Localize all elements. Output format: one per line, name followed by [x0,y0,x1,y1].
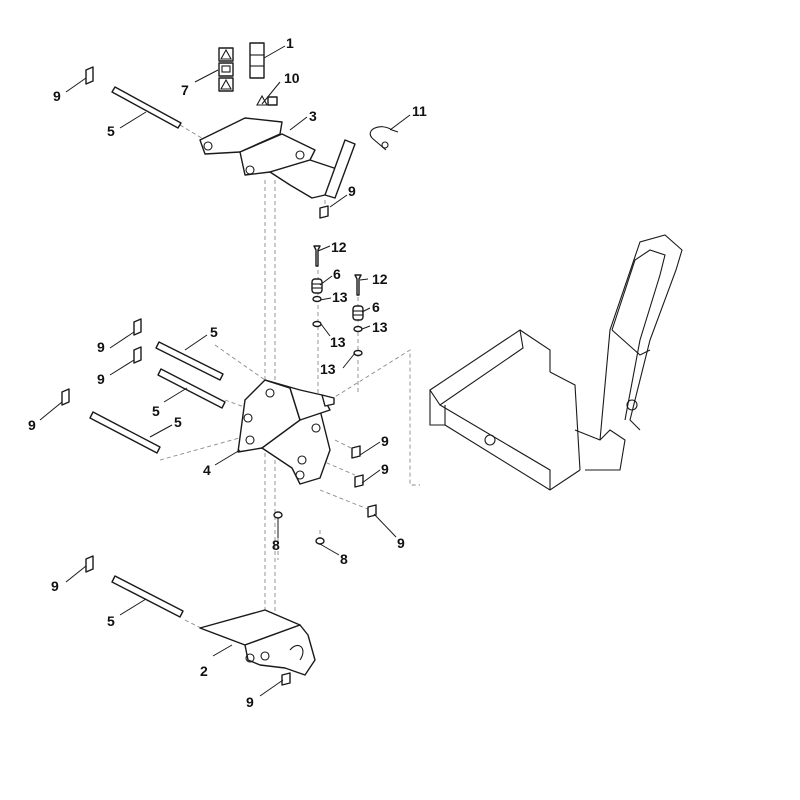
callout-5: 5 [152,403,160,419]
callout-9: 9 [348,183,356,199]
callout-13: 13 [320,361,336,377]
spring-6 [352,305,364,321]
callout-13: 13 [330,334,346,350]
washer-13 [312,295,322,303]
callout-9: 9 [53,88,61,104]
pin-top [111,86,182,129]
callout-2: 2 [200,663,208,679]
leader-lines [39,45,411,697]
callout-1: 1 [286,35,294,51]
nut-8 [273,511,283,519]
callout-12: 12 [331,239,347,255]
nuts [273,511,325,545]
pin-mid-3 [89,411,161,454]
callout-13: 13 [372,319,388,335]
callout-9: 9 [381,433,389,449]
washer-13 [353,349,363,357]
clip-9 [61,388,70,406]
clip-9 [281,672,291,686]
warning-decal-icon [218,47,234,62]
callout-8: 8 [340,551,348,567]
callout-9: 9 [28,417,36,433]
pins [89,86,226,618]
spring-6 [311,278,323,294]
mower-frame-reference [429,234,683,491]
warning-decal-icon-2 [218,77,234,92]
decal-1 [249,42,265,79]
washer-13 [353,325,363,333]
clip-9 [354,474,364,488]
callout-3: 3 [309,108,317,124]
clip-9 [85,555,94,573]
middle-bracket [237,379,335,485]
callout-9: 9 [246,694,254,710]
callout-6: 6 [333,266,341,282]
washer-13 [312,320,322,328]
clip-9 [85,66,94,85]
callout-5: 5 [174,414,182,430]
callout-numbers: 1 2 3 4 5 5 5 5 5 6 6 7 8 8 9 9 9 9 9 9 … [28,35,427,710]
callout-5: 5 [107,123,115,139]
callout-8: 8 [272,537,280,553]
spring-clip [369,126,399,151]
callout-13: 13 [332,289,348,305]
clip-9 [133,346,142,364]
callout-9: 9 [97,339,105,355]
callout-12: 12 [372,271,388,287]
clip-9 [351,445,361,459]
bolt-12 [354,274,362,296]
alignment-guides [159,124,420,631]
fasteners [311,245,364,357]
callout-9: 9 [397,535,405,551]
callout-10: 10 [284,70,300,86]
manual-decal-icon [218,62,234,77]
bottom-bracket [199,609,316,676]
top-bracket [199,117,356,199]
callout-7: 7 [181,82,189,98]
pin-mid-1 [155,341,224,381]
clip-9 [319,205,329,219]
bolt-12 [313,245,321,267]
callout-4: 4 [203,462,211,478]
callout-6: 6 [372,299,380,315]
nut-8 [315,537,325,545]
pin-mid-2 [157,368,226,409]
clip-9 [133,318,142,336]
pin-bottom [111,575,184,618]
callout-5: 5 [210,324,218,340]
callout-5: 5 [107,613,115,629]
callout-11: 11 [412,103,427,119]
callout-9: 9 [97,371,105,387]
callout-9: 9 [51,578,59,594]
callout-9: 9 [381,461,389,477]
